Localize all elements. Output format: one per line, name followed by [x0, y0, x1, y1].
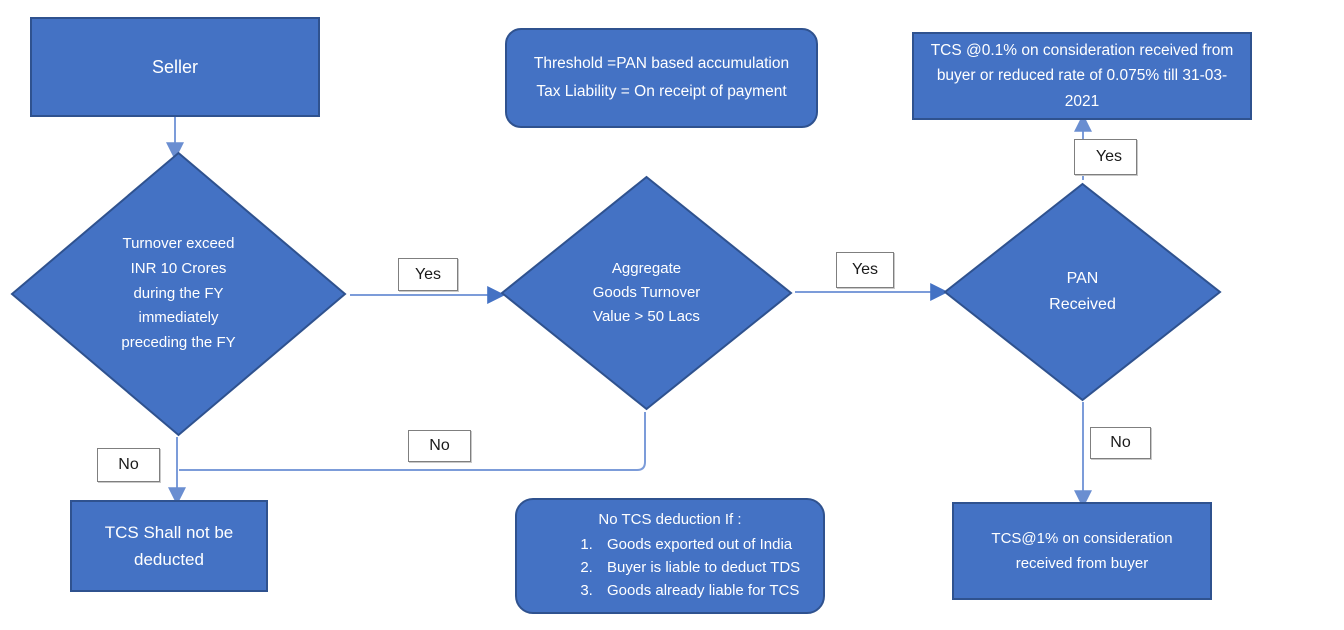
threshold-note-line1: Threshold =PAN based accumulation [533, 55, 790, 73]
edge-label-yes-pan: Yes [1074, 139, 1137, 175]
diamond-shape [500, 175, 793, 411]
edge-label-no-turnover: No [97, 448, 160, 482]
seller-label: Seller [151, 56, 199, 77]
tcs-1pct-result-box: TCS@1% on consideration received from bu… [952, 502, 1212, 600]
aggregate-decision-text: Aggregate Goods Turnover Value > 50 Lacs [592, 260, 701, 325]
diamond-shape [10, 151, 347, 437]
tcs-rate-result-box: TCS @0.1% on consideration received from… [912, 32, 1252, 120]
tcs-rate-result-text: TCS @0.1% on consideration received from… [930, 41, 1234, 110]
aggregate-decision-diamond: Aggregate Goods Turnover Value > 50 Lacs [500, 175, 793, 411]
tcs-not-deducted-box: TCS Shall not be deducted [70, 500, 268, 592]
edge-label-yes-turnover: Yes [398, 258, 458, 291]
no-tcs-note-item: Goods exported out of India [597, 533, 813, 556]
pan-decision-text: PAN Received [1049, 270, 1116, 313]
no-tcs-note-box: No TCS deduction If : Goods exported out… [515, 498, 825, 614]
threshold-note-line2: Tax Liability = On receipt of payment [536, 83, 787, 100]
seller-box: Seller [30, 17, 320, 117]
turnover-decision-text: Turnover exceed INR 10 Crores during the… [121, 235, 236, 352]
tcs-not-deducted-text: TCS Shall not be deducted [104, 522, 234, 569]
turnover-decision-diamond: Turnover exceed INR 10 Crores during the… [10, 151, 347, 437]
edge-label-yes-aggregate: Yes [836, 252, 894, 288]
tcs-1pct-result-text: TCS@1% on consideration received from bu… [991, 529, 1173, 573]
pan-decision-diamond: PAN Received [943, 182, 1222, 402]
edge-label-no-pan: No [1090, 427, 1151, 459]
edge-label-no-aggregate: No [408, 430, 471, 462]
diamond-shape [943, 182, 1222, 402]
no-tcs-note-item: Goods already liable for TCS [597, 579, 813, 602]
threshold-note-box: Threshold =PAN based accumulation Tax Li… [505, 28, 818, 128]
no-tcs-note-title: No TCS deduction If : [598, 510, 742, 528]
no-tcs-note-item: Buyer is liable to deduct TDS [597, 556, 813, 579]
no-tcs-note-list: Goods exported out of India Buyer is lia… [527, 533, 813, 603]
